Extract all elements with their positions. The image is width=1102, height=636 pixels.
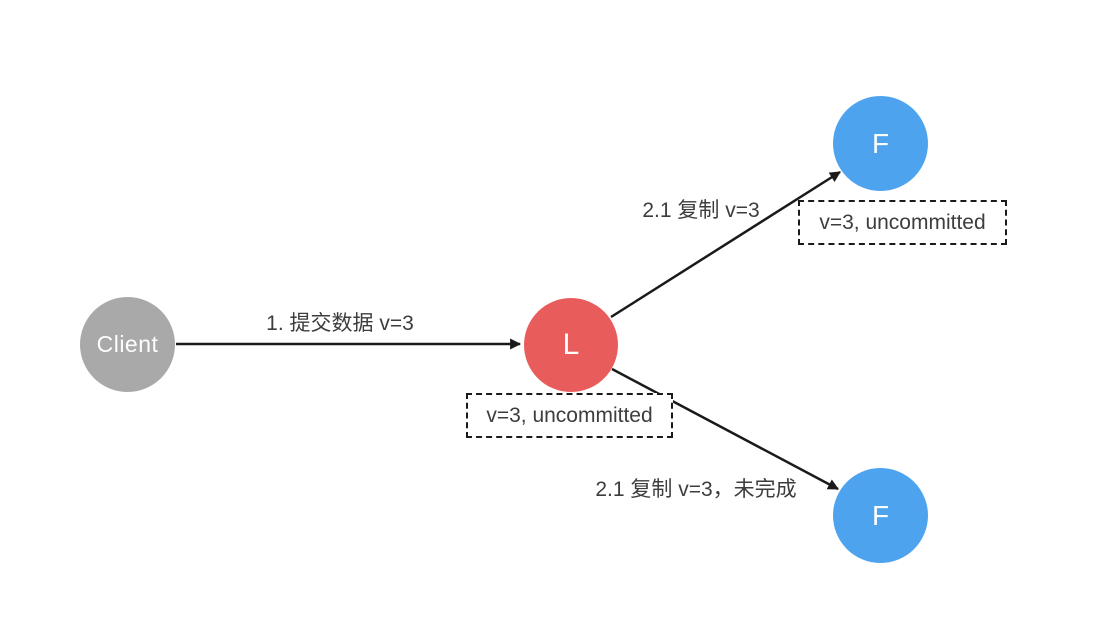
leader-state-label: v=3, uncommitted [486, 403, 653, 427]
follower-top-state-label: v=3, uncommitted [819, 210, 986, 234]
follower-top-state-box: v=3, uncommitted [798, 200, 1007, 245]
leader-state-box: v=3, uncommitted [466, 393, 673, 438]
edge-label-leader-to-follower-bottom: 2.1 复制 v=3，未完成 [595, 478, 797, 501]
follower-top-node-label: F [871, 127, 890, 159]
client-node: Client [80, 297, 175, 392]
edge-label-client-to-leader: 1. 提交数据 v=3 [266, 312, 414, 335]
leader-node-label: L [562, 328, 580, 361]
client-node-label: Client [96, 331, 159, 357]
follower-bottom-node-label: F [871, 499, 890, 531]
leader-node: L [524, 298, 618, 392]
edge-label-leader-to-follower-top: 2.1 复制 v=3 [642, 199, 760, 222]
follower-top-node: F [833, 96, 928, 191]
follower-bottom-node: F [833, 468, 928, 563]
